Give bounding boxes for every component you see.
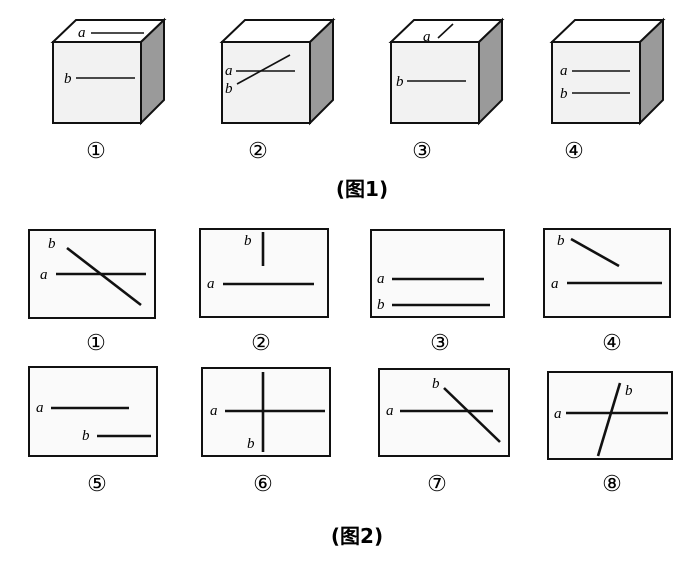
cube-2: a b ② [219,17,336,164]
panel-4: a b ④ [543,228,671,356]
label-b: b [225,81,233,97]
label-a: a [386,403,394,419]
panel-number: ④ [602,331,622,356]
line-a [437,23,454,39]
label-b: b [64,71,72,87]
label-b: b [48,236,56,252]
label-a: a [207,276,215,292]
label-a: a [210,403,218,419]
panel-6: a b ⑥ [201,367,331,497]
line-b [570,237,620,268]
label-a: a [225,63,233,79]
label-b: b [625,383,633,399]
line-b [443,387,501,443]
panel-7: a b ⑦ [378,368,510,497]
label-b: b [247,436,255,452]
cube-front-face [390,41,480,124]
panel-number: ③ [430,331,450,356]
figure2-caption: (图2) [331,524,383,548]
line-b [236,54,291,85]
label-b: b [560,86,568,102]
cube-front-face [551,41,641,124]
line-b [596,382,622,457]
label-a: a [377,271,385,287]
figure2: a b ① a b ② a b ③ a b ④ [28,228,673,548]
label-a: a [554,406,562,422]
panel-frame [543,228,671,318]
panel-3: a b ③ [370,229,505,356]
panel-frame [28,366,158,457]
panel-number: ⑤ [87,472,107,497]
figure1-caption: (图1) [336,177,388,201]
label-b: b [396,74,404,90]
label-b: b [377,297,385,313]
cube-number: ④ [564,139,584,164]
panel-number: ⑥ [253,472,273,497]
label-a: a [36,400,44,416]
cube-front-face [221,41,311,124]
label-a: a [40,267,48,283]
cube-front-face [52,41,142,124]
cube-4: a b ④ [549,17,666,164]
label-b: b [244,233,252,249]
panel-number: ① [86,331,106,356]
label-a: a [78,25,86,41]
label-a: a [551,276,559,292]
label-a: a [560,63,568,79]
panel-number: ⑦ [427,472,447,497]
panel-1: a b ① [28,229,156,356]
cube-number: ① [86,139,106,164]
figure1: a b ① a b ② a b ③ [50,17,666,201]
panel-5: a b ⑤ [28,366,158,497]
panel-8: a b ⑧ [547,371,673,497]
cube-number: ③ [412,139,432,164]
cube-number: ② [248,139,268,164]
label-b: b [557,233,565,249]
cube-3: a b ③ [388,17,505,164]
panel-number: ⑧ [602,472,622,497]
cube-1: a b ① [50,17,167,164]
label-b: b [82,428,90,444]
panel-frame [378,368,510,457]
panel-number: ② [251,331,271,356]
panel-2: a b ② [199,228,329,356]
label-a: a [423,29,431,45]
panel-frame [370,229,505,318]
line-b [66,246,142,307]
label-b: b [432,376,440,392]
